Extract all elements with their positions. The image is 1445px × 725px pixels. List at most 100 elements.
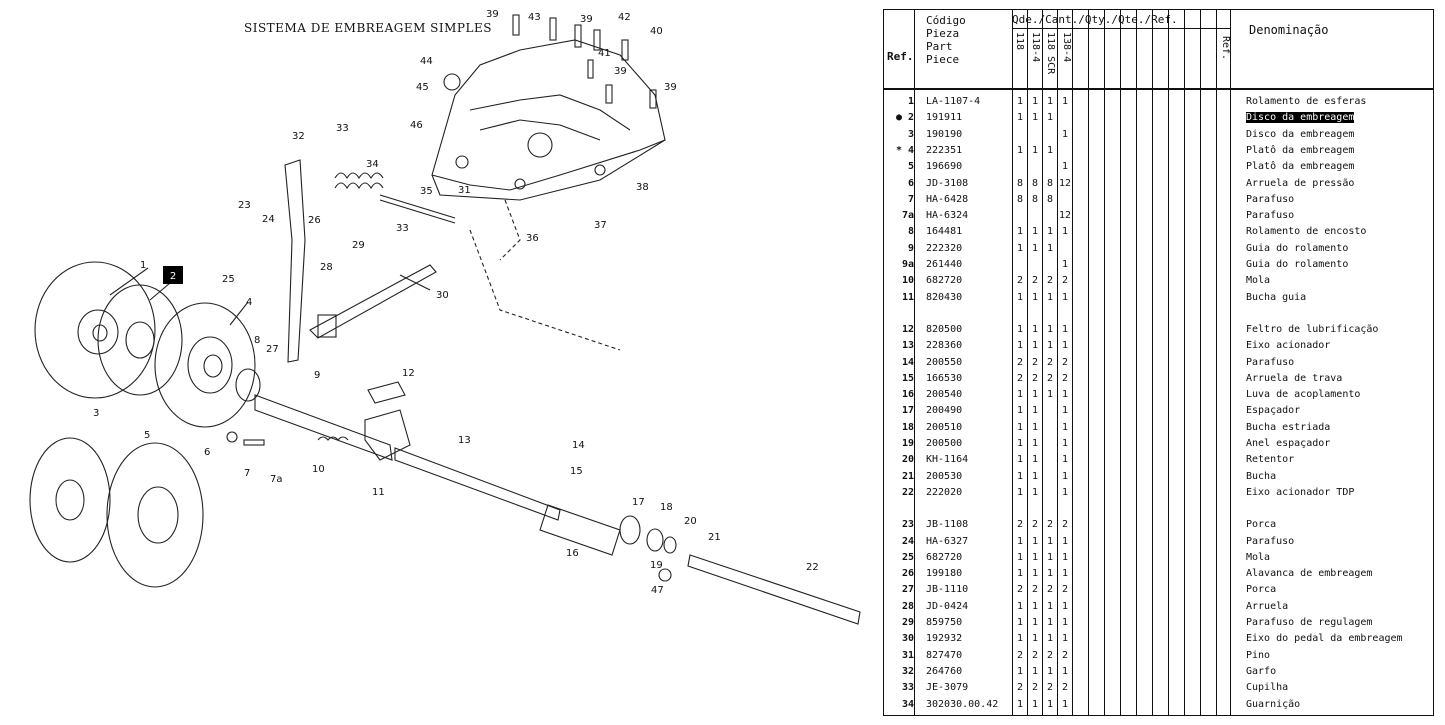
part-code: JD-0424 bbox=[926, 600, 969, 612]
denomination: Alavanca de embreagem bbox=[1246, 566, 1372, 582]
quantity-cell: 8 bbox=[1016, 193, 1024, 205]
quantity-cell: 1 bbox=[1031, 551, 1039, 563]
callout-number: 17 bbox=[632, 497, 645, 508]
denomination: Garfo bbox=[1246, 664, 1276, 680]
quantity-cell: 1 bbox=[1061, 226, 1069, 238]
quantity-cell: 1 bbox=[1061, 389, 1069, 401]
part-code: LA-1107-4 bbox=[926, 96, 981, 107]
quantity-cell: 2 bbox=[1061, 519, 1069, 531]
quantity-cell: 1 bbox=[1046, 698, 1054, 710]
grid-line bbox=[1230, 10, 1231, 715]
denomination-text: Parafuso de regulagem bbox=[1246, 617, 1373, 628]
quantity-cell: 1 bbox=[1031, 389, 1039, 401]
quantity-cell: 1 bbox=[1016, 633, 1024, 645]
denomination: Anel espaçador bbox=[1246, 436, 1330, 452]
quantity-cell: 2 bbox=[1046, 356, 1054, 368]
denomination: Parafuso de regulagem bbox=[1246, 615, 1372, 631]
denomination-text: Platô da embreagem bbox=[1246, 161, 1355, 173]
code-header-line: Part bbox=[926, 40, 953, 53]
quantity-cell: 1 bbox=[1046, 535, 1054, 547]
quantity-cell: 1 bbox=[1016, 112, 1024, 124]
callout-number: 12 bbox=[402, 368, 415, 379]
ref-number: 10 bbox=[901, 275, 914, 287]
denomination-text: Parafuso bbox=[1246, 356, 1295, 368]
ref-number: 23 bbox=[901, 519, 914, 531]
denomination-text: Guarnição bbox=[1246, 698, 1301, 710]
part-code: JB-1110 bbox=[926, 584, 969, 596]
quantity-cell: 2 bbox=[1061, 584, 1069, 596]
ref-number: 29 bbox=[901, 617, 914, 628]
quantity-cell: 1 bbox=[1016, 438, 1024, 449]
model-header: 118-4 bbox=[1030, 32, 1041, 63]
quantity-cell: 1 bbox=[1016, 470, 1024, 482]
quantity-cell: 1 bbox=[1061, 259, 1069, 270]
ref-number: 6 bbox=[907, 177, 914, 189]
quantity-cell: 1 bbox=[1061, 551, 1069, 563]
quantity-cell: 1 bbox=[1016, 389, 1024, 401]
quantity-cell: 1 bbox=[1016, 568, 1024, 580]
part-code: 200510 bbox=[926, 421, 963, 433]
denomination-text: Pino bbox=[1246, 649, 1271, 661]
ref-number: 7a bbox=[901, 210, 914, 222]
quantity-cell: 1 bbox=[1061, 96, 1069, 107]
callout-number: 39 bbox=[486, 9, 499, 20]
denomination-text: Bucha estriada bbox=[1246, 421, 1331, 433]
quantity-cell: 1 bbox=[1031, 454, 1039, 466]
part-code: JE-3079 bbox=[926, 682, 969, 694]
quantity-cell: 1 bbox=[1046, 665, 1054, 677]
quantity-cell: 1 bbox=[1016, 242, 1024, 254]
grid-line bbox=[1136, 10, 1137, 715]
quantity-cell: 2 bbox=[1061, 372, 1069, 384]
denomination: Rolamento de encosto bbox=[1246, 224, 1366, 240]
quantity-cell: 1 bbox=[1046, 112, 1054, 124]
quantity-cell: 1 bbox=[1046, 617, 1054, 628]
ref-number: 14 bbox=[901, 356, 914, 368]
callout-number: 20 bbox=[684, 516, 697, 527]
callout-number: 42 bbox=[618, 12, 631, 23]
quantity-cell: 1 bbox=[1031, 486, 1039, 498]
quantity-cell: 1 bbox=[1061, 454, 1069, 466]
callout-highlight-box bbox=[163, 266, 183, 284]
denomination-text: Guia do rolamento bbox=[1246, 242, 1349, 254]
quantity-cell: 1 bbox=[1061, 340, 1069, 352]
callout-number: 7a bbox=[270, 474, 283, 485]
quantity-cell: 1 bbox=[1031, 698, 1039, 710]
quantity-cell: 1 bbox=[1046, 144, 1054, 156]
